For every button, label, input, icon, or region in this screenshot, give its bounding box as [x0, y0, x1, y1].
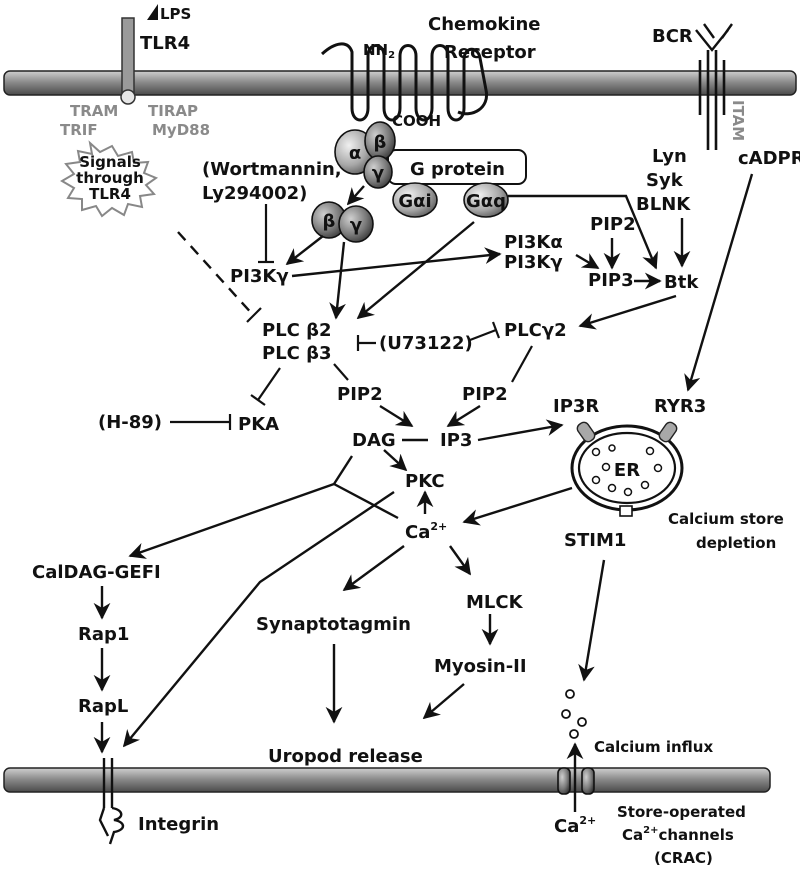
rap1-label: Rap1	[78, 624, 129, 645]
blnk-label: BLNK	[636, 194, 691, 215]
er-label: ER	[614, 460, 640, 481]
connectors	[93, 173, 754, 812]
pi3k-alpha-label: PI3Kα	[504, 232, 563, 253]
calcium-store-label-line2: depletion	[696, 534, 776, 552]
soc-label-line1: Store-operated	[617, 803, 746, 821]
gai-label: Gαi	[398, 191, 431, 212]
beta-subunit-label: β	[374, 132, 387, 153]
pkc-label: PKC	[405, 471, 445, 492]
caldag-gefi-label: CalDAG-GEFI	[32, 562, 161, 583]
bcr-receptor	[695, 23, 733, 150]
pi3k-gamma-label: PI3Kγ	[230, 266, 289, 287]
lyn-label: Lyn	[652, 146, 687, 167]
wortmannin-label-line2: Ly294002)	[202, 183, 307, 204]
plc-b3-label: PLC β3	[262, 343, 332, 364]
itam-label: ITAM	[729, 100, 747, 141]
myosin-label: Myosin-II	[434, 656, 527, 677]
g-protein-complex	[311, 121, 527, 243]
tlr4-receptor	[120, 4, 158, 105]
tirap-label: TIRAP	[148, 102, 198, 120]
ip3r-channel-icon	[576, 421, 596, 443]
plc-g2-label: PLCγ2	[504, 320, 567, 341]
gamma-subunit-label: γ	[372, 163, 384, 184]
pip2-top-label: PIP2	[590, 214, 636, 235]
stim1-label: STIM1	[564, 530, 626, 551]
endoplasmic-reticulum	[570, 421, 684, 517]
uropod-release-label: Uropod release	[268, 746, 423, 767]
h89-label: (H-89)	[98, 412, 162, 433]
signals-burst-icon	[60, 140, 159, 218]
signals-label-line2: through	[76, 169, 144, 187]
pip2-right-label: PIP2	[462, 384, 508, 405]
pip2-left-label: PIP2	[337, 384, 383, 405]
pka-label: PKA	[238, 414, 279, 435]
gaq-label: Gαq	[466, 191, 506, 212]
btk-label: Btk	[664, 272, 699, 293]
chemokine-receptor-label-line2: Receptor	[444, 42, 536, 63]
integrin-protein	[98, 758, 125, 845]
g-protein-label: G protein	[410, 159, 505, 180]
ca-bottom-label: Ca2+	[554, 814, 596, 837]
cooh-label: COOH	[392, 112, 441, 130]
stim1-anchor-icon	[619, 505, 633, 517]
integrin-label: Integrin	[138, 814, 219, 835]
tram-label: TRAM	[70, 102, 118, 120]
bcr-label: BCR	[652, 26, 693, 47]
chemokine-receptor-label-line1: Chemokine	[428, 14, 541, 35]
mlck-label: MLCK	[466, 592, 524, 613]
dag-label: DAG	[352, 430, 396, 451]
lps-triangle-icon	[147, 4, 158, 20]
ca-label: Ca2+	[405, 520, 447, 543]
syk-label: Syk	[646, 170, 684, 191]
bottom-membrane	[3, 767, 771, 793]
ryr3-label: RYR3	[654, 396, 706, 417]
myd88-label: MyD88	[152, 121, 210, 139]
crac-channel	[557, 767, 595, 795]
calcium-ions	[561, 689, 587, 739]
calcium-influx-label: Calcium influx	[594, 738, 713, 756]
wortmannin-label-line1: (Wortmannin,	[202, 159, 342, 180]
soc-label-line3: (CRAC)	[654, 849, 713, 867]
synaptotagmin-label: Synaptotagmin	[256, 614, 411, 635]
nh2-label: NH2	[363, 41, 395, 61]
ip3-label: IP3	[440, 430, 472, 451]
cadpr-label: cADPR	[738, 148, 800, 169]
pi3k-gamma2-label: PI3Kγ	[504, 252, 563, 273]
rapl-label: RapL	[78, 696, 128, 717]
free-gamma-label: γ	[350, 215, 362, 236]
ryr3-channel-icon	[658, 421, 678, 443]
plc-b2-label: PLC β2	[262, 320, 332, 341]
pip3-label: PIP3	[588, 270, 634, 291]
trif-label: TRIF	[60, 121, 98, 139]
lps-label: LPS	[160, 5, 191, 23]
signals-label-line1: Signals	[79, 153, 141, 171]
calcium-store-label-line1: Calcium store	[668, 510, 784, 528]
signals-label-line3: TLR4	[89, 185, 131, 203]
chemokine-receptor-helix	[320, 42, 489, 122]
free-beta-label: β	[323, 211, 336, 232]
u73122-label: (U73122)	[379, 333, 473, 354]
soc-label-line2: Ca2+channels	[622, 825, 734, 844]
ip3r-label: IP3R	[553, 396, 599, 417]
alpha-subunit-label: α	[349, 143, 361, 164]
tlr4-label: TLR4	[140, 33, 190, 54]
